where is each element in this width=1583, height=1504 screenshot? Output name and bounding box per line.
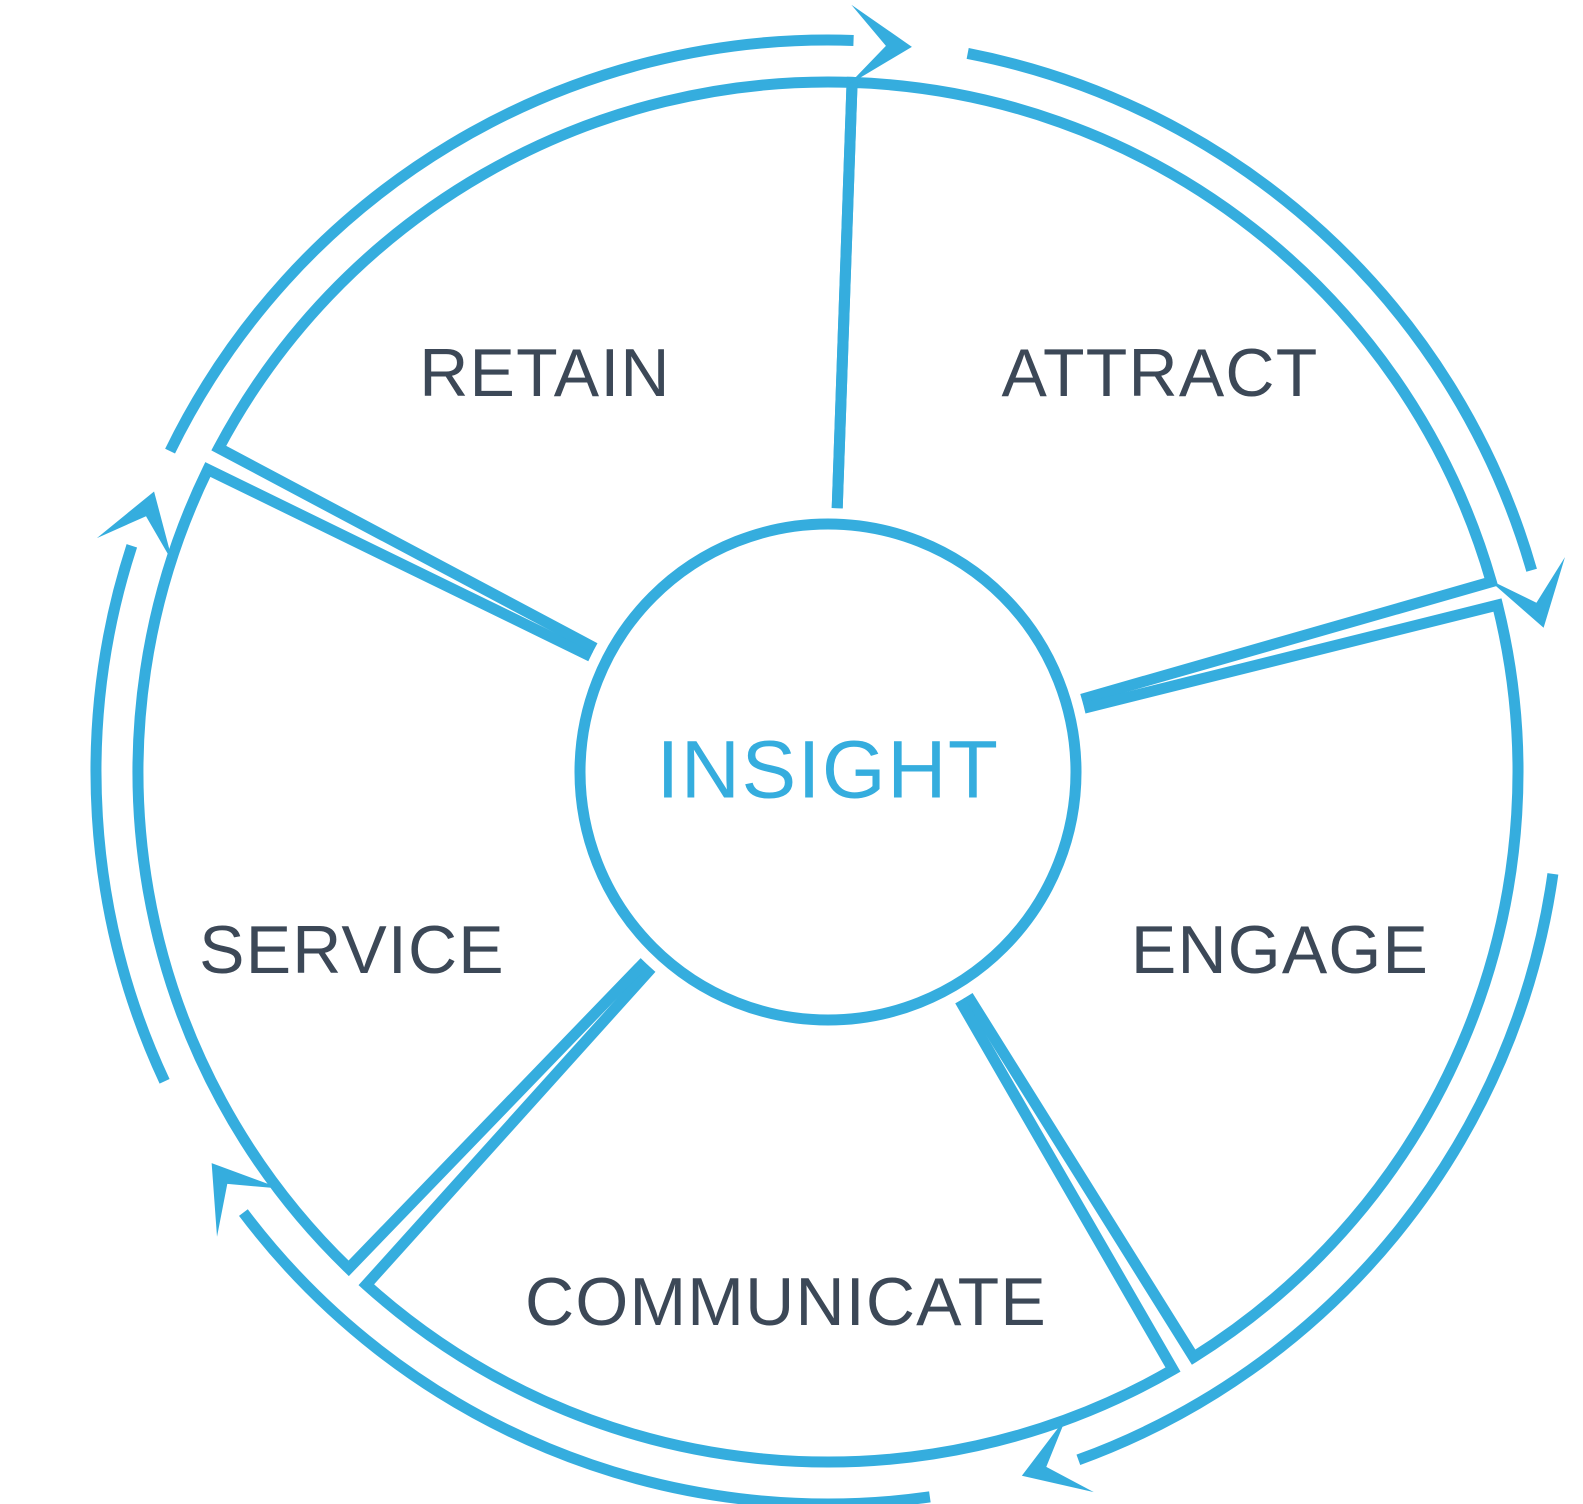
petal-retain [211, 76, 858, 653]
petal-service [132, 462, 649, 1277]
petal-attract [831, 76, 1499, 705]
segment-labels-group: ATTRACT ENGAGE COMMUNICATE SERVICE RETAIN [199, 335, 1429, 1340]
arrow-lower-right-arc [1076, 873, 1559, 1466]
segment-label-engage: ENGAGE [1131, 912, 1429, 988]
arrow-top-head [848, 4, 912, 85]
center-label: INSIGHT [656, 725, 999, 816]
arrow-top-arc [165, 34, 854, 454]
arrow-bottom-head [211, 1163, 281, 1237]
arrow-upper-right-arc [966, 48, 1537, 572]
petals-group [132, 76, 1524, 1468]
segment-label-service: SERVICE [199, 912, 505, 988]
segment-label-communicate: COMMUNICATE [525, 1264, 1047, 1340]
segment-label-attract: ATTRACT [1002, 335, 1319, 411]
arrow-left-arc [90, 544, 170, 1084]
petal-engage [963, 598, 1524, 1365]
segment-label-retain: RETAIN [419, 335, 671, 411]
center-circle [574, 518, 1082, 1026]
arrow-upper-right-head [1488, 557, 1565, 628]
arrow-lower-right-head [1021, 1417, 1094, 1493]
arrow-left-head [96, 491, 173, 563]
petal-communicate [358, 964, 1181, 1468]
